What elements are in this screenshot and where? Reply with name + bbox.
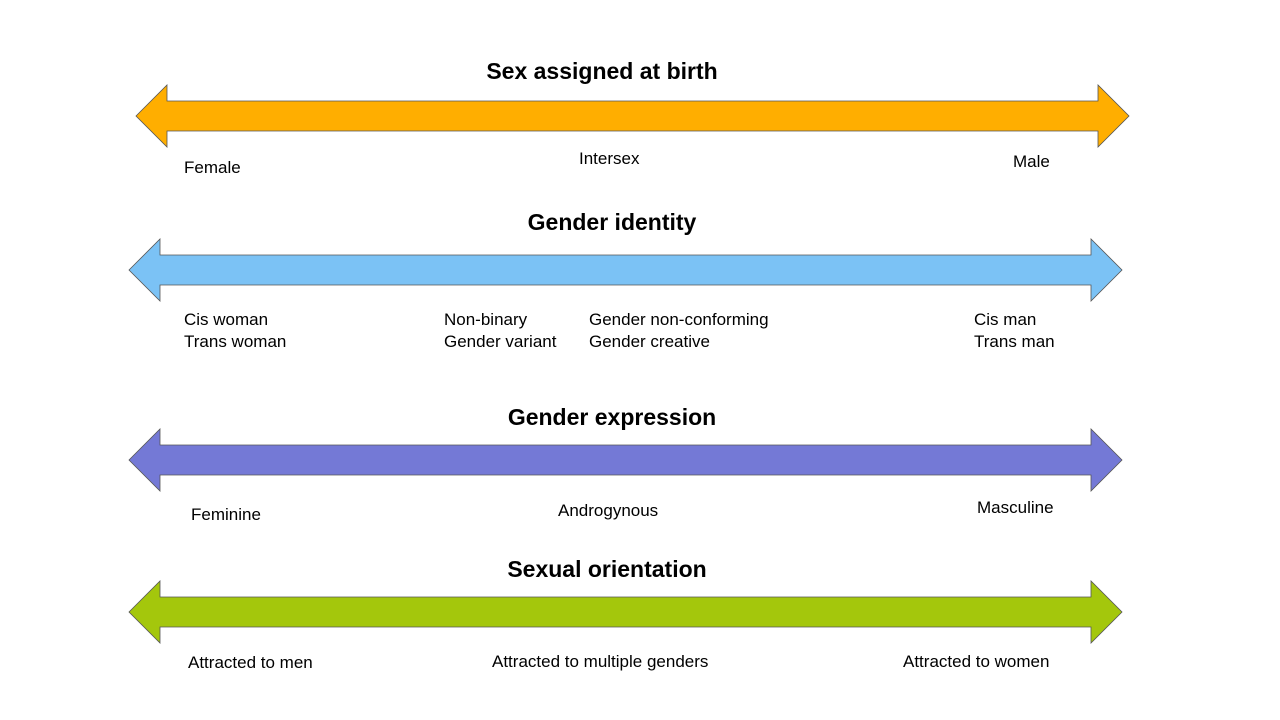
label-cis-woman: Cis woman — [184, 310, 269, 329]
label-androgynous-text: Androgynous — [558, 501, 659, 520]
sexual-orientation-title: Sexual orientation — [507, 556, 707, 582]
label-masculine: Masculine — [977, 497, 1054, 519]
label-attracted-to-multiple: Attracted to multiple genders — [492, 651, 708, 673]
gender-identity-arrow — [128, 238, 1123, 302]
label-non-binary: Non-binary — [444, 310, 528, 329]
label-attracted-to-women: Attracted to women — [903, 651, 1049, 673]
label-masculine-text: Masculine — [977, 498, 1054, 517]
label-feminine: Feminine — [191, 504, 261, 526]
gender-expression-arrow — [128, 428, 1123, 492]
label-female-text: Female — [184, 158, 241, 177]
label-attracted-to-multiple-text: Attracted to multiple genders — [492, 652, 709, 671]
gender-expression-title: Gender expression — [507, 404, 717, 430]
label-gender-creative: Gender creative — [589, 332, 710, 351]
sex-assigned-arrow — [135, 84, 1130, 148]
label-trans-woman: Trans woman — [184, 332, 287, 351]
label-non-binary-variant: Non-binary Gender variant — [444, 309, 556, 353]
label-intersex-text: Intersex — [579, 149, 640, 168]
label-attracted-to-men: Attracted to men — [188, 652, 313, 674]
label-gender-non-conforming: Gender non-conforming — [589, 310, 769, 329]
label-feminine-text: Feminine — [191, 505, 261, 524]
label-cis-trans-man: Cis man Trans man — [974, 309, 1055, 353]
sexual-orientation-arrow — [128, 580, 1123, 644]
gender-identity-title: Gender identity — [527, 209, 697, 235]
label-attracted-to-men-text: Attracted to men — [188, 653, 313, 672]
label-female: Female — [184, 157, 241, 179]
label-cis-man: Cis man — [974, 310, 1037, 329]
label-androgynous: Androgynous — [558, 500, 658, 522]
label-male: Male — [1013, 151, 1050, 173]
label-gender-variant: Gender variant — [444, 332, 557, 351]
label-male-text: Male — [1013, 152, 1050, 171]
label-non-conforming-creative: Gender non-conforming Gender creative — [589, 309, 769, 353]
label-cis-trans-woman: Cis woman Trans woman — [184, 309, 286, 353]
label-intersex: Intersex — [579, 148, 639, 170]
label-attracted-to-women-text: Attracted to women — [903, 652, 1050, 671]
sex-assigned-title: Sex assigned at birth — [486, 58, 718, 84]
label-trans-man: Trans man — [974, 332, 1055, 351]
